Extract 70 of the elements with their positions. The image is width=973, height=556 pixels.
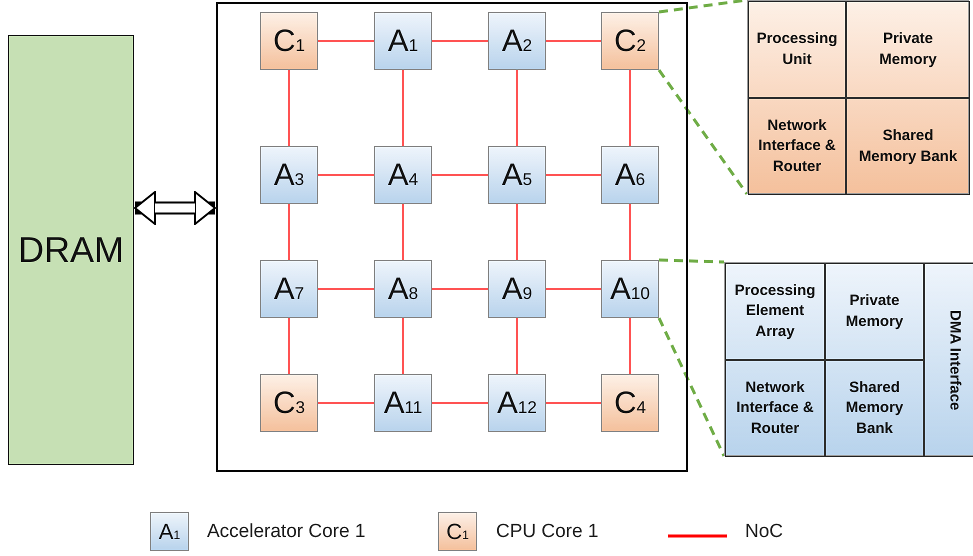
noc-link <box>402 318 404 374</box>
noc-link <box>402 70 404 146</box>
noc-link <box>546 174 601 176</box>
node-label: DMA Interface <box>946 310 964 410</box>
noc-link <box>402 204 404 260</box>
zoom-guide-line <box>658 69 748 195</box>
accelerator-core-box <box>601 260 659 318</box>
noc-link <box>318 40 374 42</box>
cpu-core-box <box>601 12 659 70</box>
component-cell <box>748 98 846 195</box>
component-cell <box>825 360 924 457</box>
noc-link <box>288 318 290 374</box>
noc-link <box>546 40 601 42</box>
component-cell <box>846 1 970 98</box>
noc-link <box>432 174 488 176</box>
noc-link <box>546 402 601 404</box>
node-label: Private Memory <box>844 291 904 332</box>
accelerator-core-box <box>374 12 432 70</box>
node-label: DRAM <box>18 229 124 271</box>
component-cell <box>748 1 846 98</box>
noc-link <box>629 204 631 260</box>
dram-box <box>8 35 134 465</box>
component-cell <box>725 263 825 360</box>
zoom-guide-line <box>658 317 726 457</box>
component-cell <box>924 263 973 457</box>
noc-link <box>516 70 518 146</box>
node-label: Shared Memory Bank <box>844 378 904 439</box>
cpu-core-box <box>601 374 659 432</box>
noc-link <box>432 288 488 290</box>
node-label: Network Interface & Router <box>757 116 837 177</box>
noc-link <box>546 288 601 290</box>
noc-link <box>318 402 374 404</box>
node-label: Shared Memory Bank <box>858 126 958 166</box>
accelerator-core-box <box>488 12 546 70</box>
cpu-core-box <box>260 12 318 70</box>
zoom-guide-line <box>658 258 724 264</box>
component-cell <box>725 360 825 457</box>
legend-label: NoC <box>745 521 784 543</box>
component-cell <box>825 263 924 360</box>
node-label: Private Memory <box>878 29 938 70</box>
component-cell <box>846 98 970 195</box>
accelerator-core-box <box>374 260 432 318</box>
legend-label: Accelerator Core 1 <box>207 521 366 543</box>
noc-link <box>318 288 374 290</box>
cpu-core-detail-panel <box>747 0 969 194</box>
node-label: Network Interface & Router <box>735 378 815 439</box>
accelerator-core-detail-panel <box>724 262 973 456</box>
noc-link <box>432 40 488 42</box>
noc-link <box>629 318 631 374</box>
double-arrow <box>134 191 216 225</box>
cpu-core-box <box>260 374 318 432</box>
accelerator-core-box <box>601 146 659 204</box>
noc-link <box>288 204 290 260</box>
chip-outline <box>216 2 688 472</box>
accelerator-core-box <box>488 146 546 204</box>
noc-link <box>318 174 374 176</box>
accelerator-core-box <box>374 374 432 432</box>
noc-link <box>432 402 488 404</box>
node-label: Processing Element Array <box>734 281 816 342</box>
accelerator-core-box <box>374 146 432 204</box>
accelerator-core-box <box>488 260 546 318</box>
noc-link <box>516 318 518 374</box>
noc-link <box>516 204 518 260</box>
accelerator-core-box <box>488 374 546 432</box>
legend-label: CPU Core 1 <box>496 521 598 543</box>
node-label: Processing Unit <box>756 29 838 70</box>
noc-link <box>288 70 290 146</box>
accelerator-core-box <box>260 146 318 204</box>
accelerator-core-box <box>260 260 318 318</box>
noc-link <box>629 70 631 146</box>
